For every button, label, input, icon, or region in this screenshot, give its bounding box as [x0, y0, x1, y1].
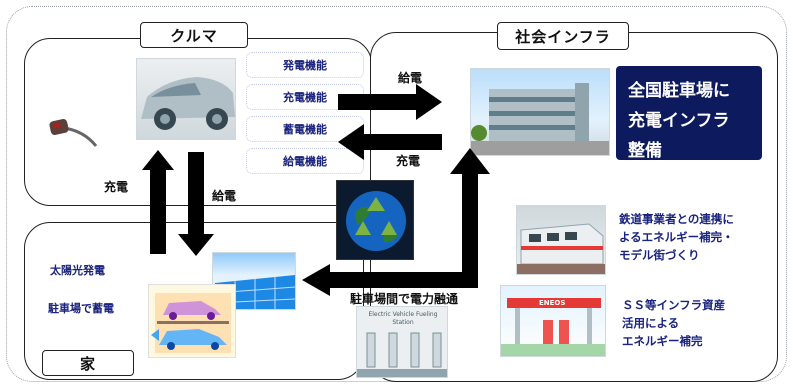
train-photo: [516, 205, 606, 275]
railway-note-line: モデル街づくり: [619, 248, 700, 262]
arrow-left: [338, 124, 442, 160]
car-functions-box: 発電機能 充電機能 蓄電機能 給電機能: [246, 52, 364, 174]
l-shaped-arrow: [302, 148, 490, 296]
car-function-item: 給電機能: [246, 148, 364, 174]
ss-note-line: エネルギー補完: [622, 334, 703, 348]
ss-note: ＳＳ等インフラ資産 活用による エネルギー補完: [622, 296, 725, 350]
railway-note-line: よるエネルギー補完・: [619, 230, 734, 244]
infra-to-car-label: 充電: [396, 154, 421, 168]
ss-sign-text: ENEOS: [539, 299, 566, 307]
charging-station-photo: Electric Vehicle Fueling Station: [356, 306, 448, 378]
car-to-home-label: 給電: [212, 189, 237, 203]
car-function-item: 発電機能: [246, 52, 364, 78]
railway-note-line: 鉄道事業者との連携に: [619, 212, 734, 226]
infra-highlight-line: 整備: [628, 141, 662, 161]
infra-highlight-line: 全国駐車場に: [628, 81, 730, 101]
parking-storage-label: 駐車場で蓄電: [48, 302, 114, 315]
parking-interchange-label: 駐車場間で電力融通: [350, 292, 459, 306]
ss-note-line: ＳＳ等インフラ資産: [622, 298, 726, 312]
home-region-title: 家: [42, 350, 134, 376]
home-to-car-label: 充電: [104, 180, 129, 194]
ss-note-line: 活用による: [622, 316, 680, 330]
earth-recycle-image: [336, 180, 414, 260]
arrow-down: [178, 152, 214, 256]
infra-region-title: 社会インフラ: [497, 22, 629, 50]
horizontal-arrows: [338, 84, 442, 160]
arrow-up: [142, 150, 174, 254]
ss-station-photo: ENEOS: [500, 285, 606, 357]
vertical-arrows: [142, 150, 214, 256]
infra-highlight-line: 充電インフラ: [628, 111, 730, 131]
solar-label: 太陽光発電: [50, 264, 105, 277]
ev-plug-image: [44, 110, 100, 150]
arrow-right: [338, 84, 442, 120]
car-to-infra-label: 給電: [398, 71, 423, 85]
railway-note: 鉄道事業者との連携に よるエネルギー補完・ モデル街づくり: [619, 210, 734, 264]
parking-building-photo: [470, 68, 610, 156]
car-photo: [136, 58, 236, 140]
charging-station-sign: Electric Vehicle Fueling Station: [368, 311, 438, 326]
car-region-title: クルマ: [140, 22, 248, 48]
infra-highlight-box: 全国駐車場に 充電インフラ 整備: [616, 66, 762, 161]
home-parking-illustration: [148, 284, 236, 358]
